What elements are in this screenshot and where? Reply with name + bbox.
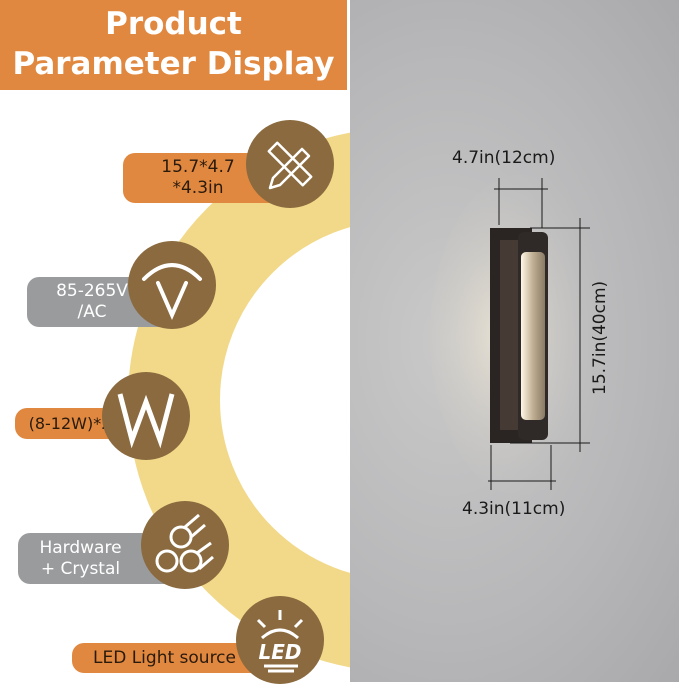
title-line-1: Product [105,6,242,42]
lamp-crystal-tube [521,252,545,420]
param-text: Hardware [39,537,122,558]
width-bottom-dimension: 4.3in(11cm) [462,499,566,519]
param-light-source-label: LED Light source [72,643,267,673]
material-pipes-icon [141,501,229,589]
watt-icon [102,372,190,460]
param-text: + Crystal [40,558,121,579]
param-text: (8-12W)*2 [28,414,112,433]
wall-lamp-illustration [430,175,610,495]
led-icon: LED [236,596,324,684]
width-top-dimension: 4.7in(12cm) [452,148,556,168]
voltage-icon [128,241,216,329]
param-text: 15.7*4.7 [161,157,235,177]
ruler-pencil-icon [246,120,334,208]
page-title: Product Parameter Display [0,0,347,90]
dimension-lines [488,178,590,490]
param-text: /AC [77,302,107,322]
param-text: *4.3in [172,178,224,198]
param-text: 85-265V [56,281,128,301]
title-line-2: Parameter Display [12,46,335,82]
height-dimension: 15.7in(40cm) [590,280,610,395]
param-text: LED Light source [93,647,236,668]
led-icon-text: LED [258,640,301,664]
